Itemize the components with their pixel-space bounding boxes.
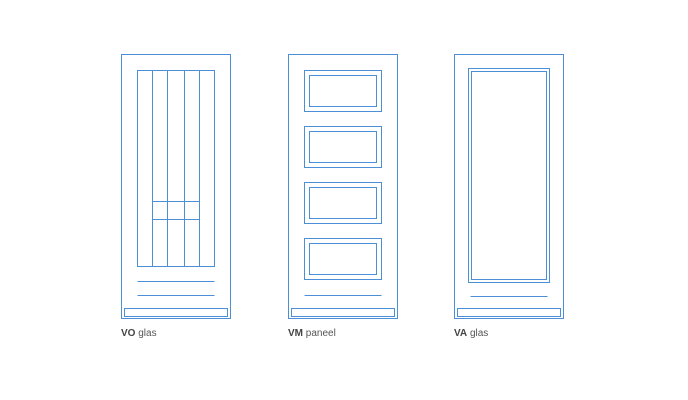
- door-frame: [288, 54, 398, 319]
- door-vo-glas: [121, 54, 231, 319]
- door-vo-drawing: [121, 54, 231, 319]
- threshold: [124, 308, 228, 317]
- panel-outer: [304, 126, 382, 168]
- panel-inner: [309, 131, 377, 163]
- caption-code: VO: [121, 328, 136, 339]
- panel-inner: [309, 243, 377, 275]
- threshold: [291, 308, 395, 317]
- glass-strip-lower: [167, 219, 185, 267]
- door-frame: [121, 54, 231, 319]
- door-va-drawing: [454, 54, 564, 319]
- glass-frame-outer: [468, 68, 550, 283]
- cross-rail: [152, 201, 200, 220]
- glass-strip-upper: [167, 70, 185, 202]
- caption-va: VA glas: [454, 328, 488, 339]
- caption-type: glas: [469, 328, 489, 339]
- caption-vm: VM paneel: [288, 328, 336, 339]
- panel-inner: [309, 187, 377, 219]
- caption-vo: VO glas: [121, 328, 157, 339]
- panel-inner: [309, 75, 377, 107]
- threshold: [457, 308, 561, 317]
- door-va-glas: [454, 54, 564, 319]
- caption-type: glas: [138, 328, 157, 339]
- panel-outer: [304, 238, 382, 280]
- panel-outer: [304, 70, 382, 112]
- door-vm-drawing: [288, 54, 398, 319]
- caption-code: VA: [454, 328, 468, 339]
- caption-code: VM: [288, 328, 303, 339]
- caption-type: paneel: [305, 328, 336, 339]
- door-frame: [454, 54, 564, 319]
- door-vm-paneel: [288, 54, 398, 319]
- glass-pane: [471, 71, 547, 280]
- panel-outer: [304, 182, 382, 224]
